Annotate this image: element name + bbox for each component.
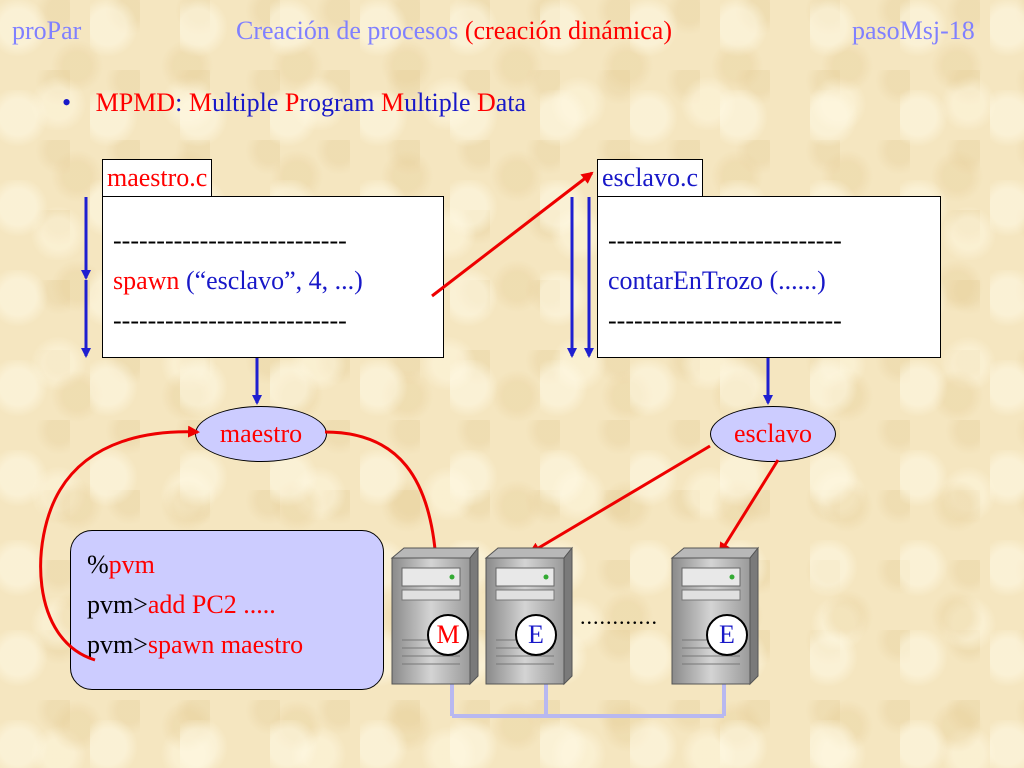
bullet-rest-1: ultiple (211, 88, 285, 117)
bullet-letter-1: M (188, 88, 212, 117)
slave-badge-1: E (515, 614, 557, 656)
network-lines (450, 682, 726, 718)
console-cmd-1: pvm (108, 550, 155, 579)
header-left: proPar (12, 16, 82, 45)
console-spawn-arrow (39, 425, 200, 662)
bullet-mpmd: • MPMD: Multiple Program Multiple Data (62, 88, 526, 118)
bullet-rest-2: rogram (299, 88, 381, 117)
maestro-code-box: --------------------------- spawn (“escl… (102, 196, 444, 358)
bullet-acronym: MPMD (95, 88, 176, 117)
slide-title-paren: (creación dinámica) (464, 16, 673, 45)
maestro-process-ellipse: maestro (195, 406, 327, 462)
slave-badge-2: E (706, 614, 748, 656)
slide-title: Creación de procesos (creación dinámica) (236, 16, 672, 46)
maestro-to-machine-arrow (324, 430, 442, 562)
esclavo-code-box: --------------------------- contarEnTroz… (597, 196, 941, 358)
slave-computer-icon-2 (670, 546, 760, 686)
console-line-1: %pvm (87, 545, 383, 585)
esclavo-to-machine-1-arrow (528, 444, 711, 555)
esclavo-line-3: --------------------------- (608, 306, 842, 335)
esclavo-line-2: contarEnTrozo (......) (608, 266, 826, 295)
maestro-spawn-call: spawn (113, 266, 180, 295)
maestro-line-1: --------------------------- (113, 226, 347, 255)
slide-title-main: Creación de procesos (236, 16, 465, 45)
pvm-console: %pvm pvm>add PC2 ..... pvm>spawn maestro (70, 530, 384, 690)
master-computer-icon (390, 546, 480, 686)
console-prompt-3: pvm> (87, 630, 148, 659)
console-line-2: pvm>add PC2 ..... (87, 585, 383, 625)
esclavo-process-ellipse: esclavo (710, 406, 836, 462)
maestro-spawn-args: (“esclavo”, 4, ...) (179, 266, 363, 295)
console-prompt-1: % (87, 550, 109, 579)
esclavo-to-machine-2-arrow (718, 459, 780, 555)
maestro-file-tab: maestro.c (102, 159, 213, 196)
more-machines-dots: ............ (580, 604, 658, 629)
bullet-letter-4: D (477, 88, 496, 117)
console-cmd-2: add PC2 ..... (147, 590, 276, 619)
maestro-line-2: spawn (“esclavo”, 4, ...) (103, 261, 443, 301)
console-line-3: pvm>spawn maestro (87, 625, 383, 665)
bullet-rest-3: ultiple (404, 88, 478, 117)
console-prompt-2: pvm> (87, 590, 148, 619)
console-cmd-3: spawn maestro (147, 630, 304, 659)
bullet-letter-2: P (284, 88, 300, 117)
bullet-letter-3: M (380, 88, 405, 117)
header-right: pasoMsj-18 (852, 16, 975, 45)
maestro-line-3: --------------------------- (113, 306, 347, 335)
esclavo-file-tab: esclavo.c (597, 159, 704, 196)
bullet-marker: • (62, 88, 72, 117)
bullet-rest-4: ata (495, 88, 527, 117)
master-badge: M (427, 614, 469, 656)
esclavo-line-1: --------------------------- (608, 226, 842, 255)
spawn-to-esclavo-arrow (431, 171, 594, 298)
bullet-colon: : (175, 88, 183, 117)
